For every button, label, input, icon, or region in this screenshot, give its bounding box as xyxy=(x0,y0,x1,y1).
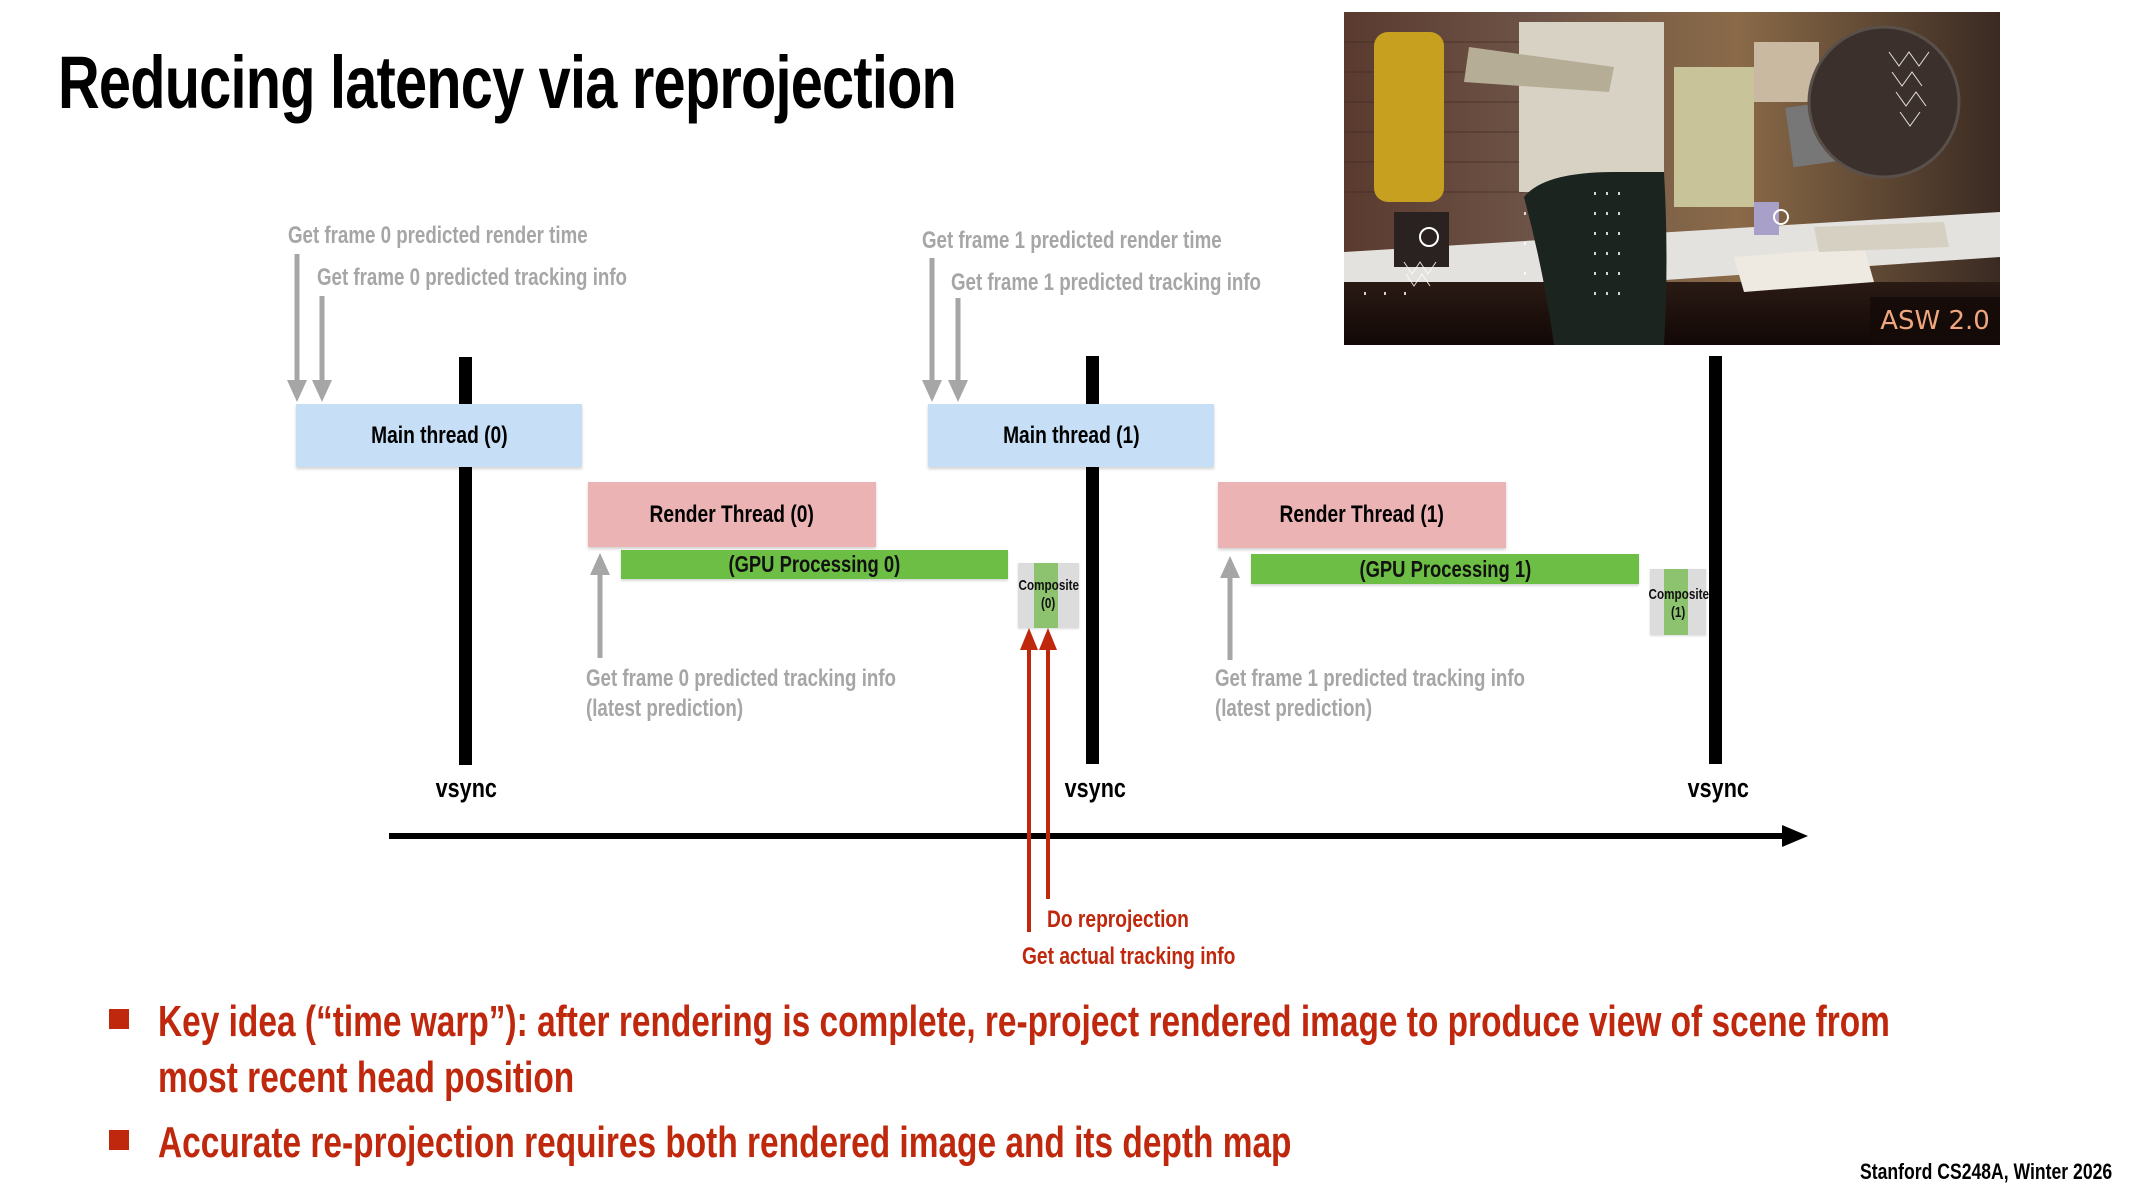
robot-base xyxy=(1394,212,1449,267)
composite-0[interactable]: Composite (0) xyxy=(1018,563,1079,628)
frame0-predicted-tracking-arrow xyxy=(312,296,332,402)
desk-fan xyxy=(1807,25,1961,179)
composite-0-strip xyxy=(1034,563,1058,628)
vsync-label-2: vsync xyxy=(1687,773,1749,803)
get-actual-tracking-label: Get actual tracking info xyxy=(1022,943,1236,970)
gpu-processing-1[interactable]: (GPU Processing 1) xyxy=(1251,554,1639,584)
mug-ring xyxy=(1773,209,1789,225)
frame0-predicted-render-time-arrow xyxy=(287,254,307,402)
bullet-marker-2 xyxy=(109,1130,129,1150)
main-thread-1[interactable]: Main thread (1) xyxy=(928,404,1214,467)
get-actual-tracking-arrow xyxy=(1020,628,1038,932)
course-footer: Stanford CS248A, Winter 2026 xyxy=(1860,1159,2113,1184)
composite-1[interactable]: Composite (1) xyxy=(1649,569,1709,635)
robot-figure xyxy=(1374,32,1444,202)
lamp xyxy=(1464,47,1614,92)
slide-title: Reducing latency via reprojection xyxy=(58,38,1209,128)
vector-mesh xyxy=(1403,51,1930,287)
gpu-processing-0[interactable]: (GPU Processing 0) xyxy=(621,550,1008,579)
slide-title-text: Reducing latency via reprojection xyxy=(58,41,957,124)
composite-1-label: Composite (1) xyxy=(1648,586,1709,621)
do-reprojection-arrow xyxy=(1039,628,1057,899)
vsync-line-2 xyxy=(1709,356,1722,764)
frame1-render-time-label: Get frame 1 predicted render time xyxy=(922,227,1222,254)
asw-preview-image: ASW 2.0 xyxy=(1344,12,2000,345)
frame0-tracking-label: Get frame 0 predicted tracking info xyxy=(317,264,628,291)
frame1-tracking-label: Get frame 1 predicted tracking info xyxy=(951,269,1262,296)
bullet-marker-1 xyxy=(109,1009,129,1029)
frame0-render-time-label: Get frame 0 predicted render time xyxy=(288,222,588,249)
render-thread-0[interactable]: Render Thread (0) xyxy=(588,482,876,547)
do-reprojection-label: Do reprojection xyxy=(1047,906,1189,933)
render-thread-1[interactable]: Render Thread (1) xyxy=(1218,482,1506,548)
frame1-predicted-tracking-arrow xyxy=(948,298,968,402)
frame0-latest-prediction-arrow xyxy=(590,553,610,658)
bullet-2: Accurate re-projection requires both ren… xyxy=(158,1118,1292,1167)
frame1-latest-tracking-label: Get frame 1 predicted tracking info (lat… xyxy=(1215,665,1526,722)
composite-0-label: Composite (0) xyxy=(1018,577,1079,612)
wall-map xyxy=(1519,22,1664,192)
robot-ring xyxy=(1419,227,1439,247)
books xyxy=(1814,222,1949,252)
chair-back xyxy=(1524,172,1667,345)
wall-map-2 xyxy=(1674,67,1754,207)
frame1-latest-prediction-arrow xyxy=(1220,556,1240,660)
frame0-latest-tracking-label: Get frame 0 predicted tracking info (lat… xyxy=(586,665,897,722)
motion-vector-overlay xyxy=(1364,192,1620,295)
asw-badge: ASW 2.0 xyxy=(1870,297,2000,345)
composite-1-strip xyxy=(1664,569,1688,635)
timeline-axis[interactable] xyxy=(389,825,1808,847)
vsync-label-1: vsync xyxy=(1064,773,1126,803)
papers xyxy=(1734,247,1874,292)
bullet-1: Key idea (“time warp”): after rendering … xyxy=(158,997,1890,1102)
vsync-label-0: vsync xyxy=(435,773,497,803)
main-thread-0[interactable]: Main thread (0) xyxy=(296,404,582,467)
frame1-predicted-render-time-arrow xyxy=(922,258,942,402)
